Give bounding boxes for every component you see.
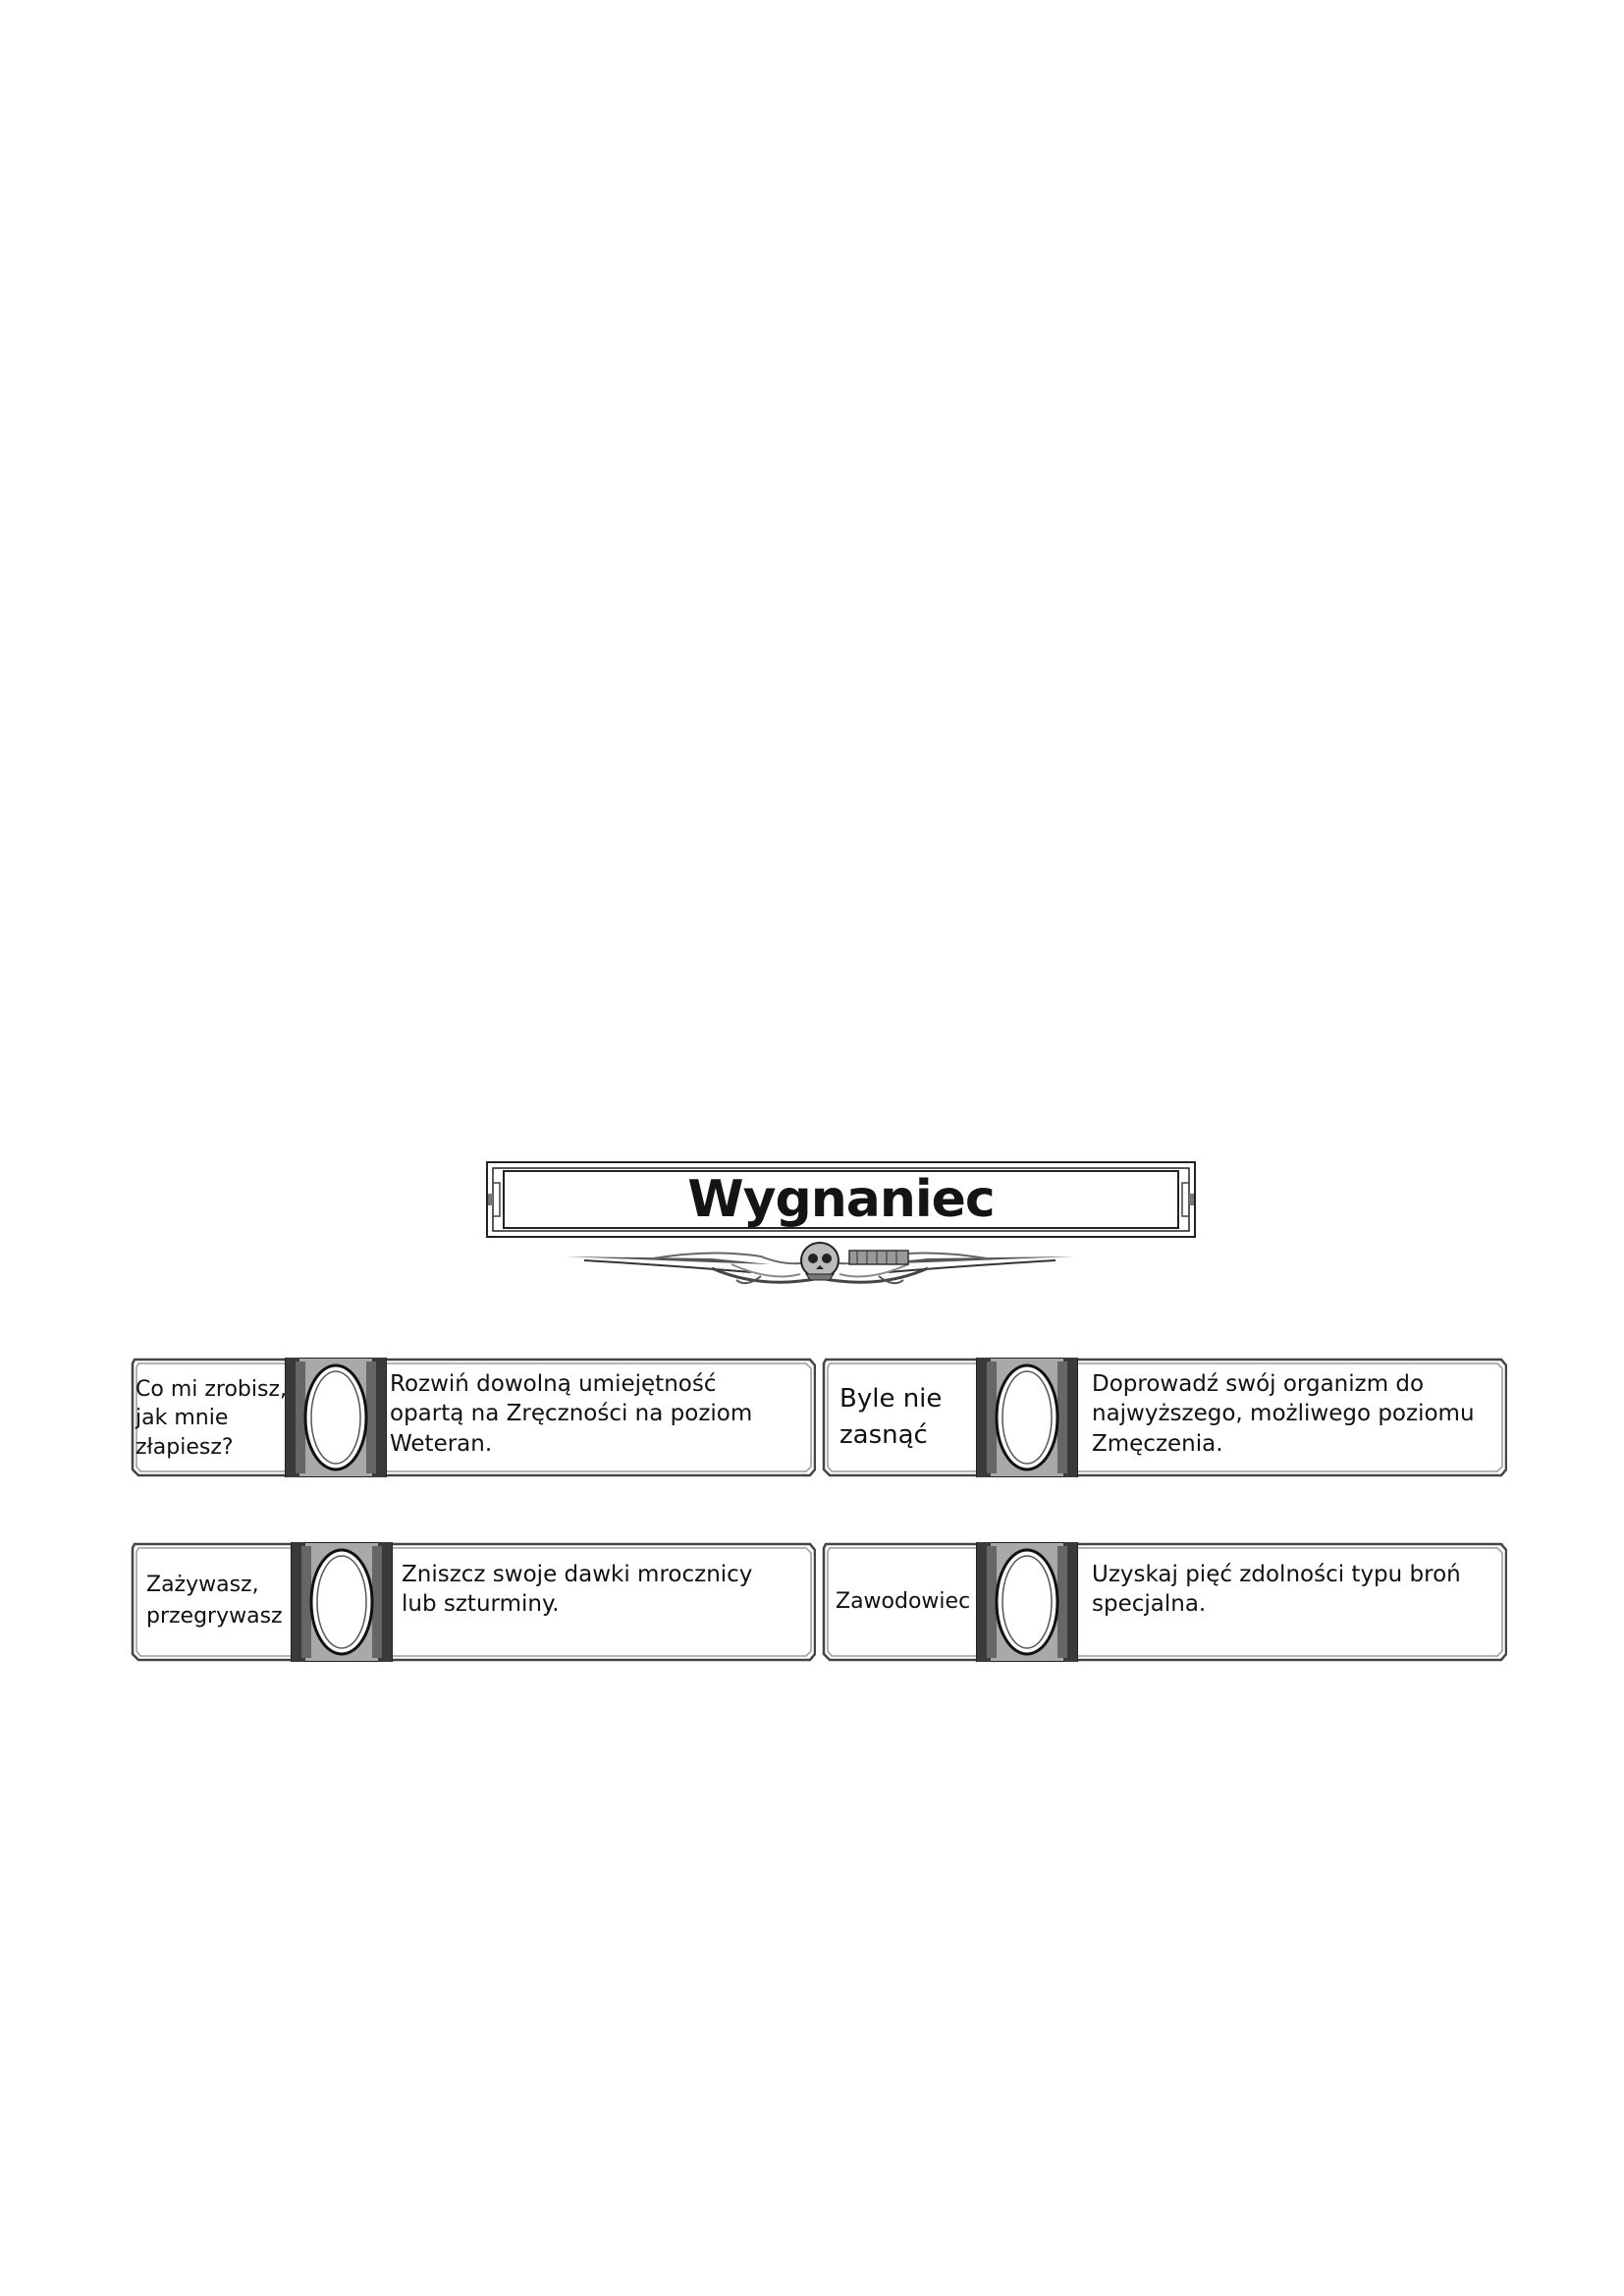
achievement-card: Zażywasz, przegrywasz Zniszcz swoje dawk… (131, 1542, 816, 1662)
achievement-name: Zawodowiec (836, 1588, 971, 1614)
achievement-card: Byle nie zasnąć Doprowadź swój organizm … (822, 1358, 1507, 1477)
achievement-description: Zniszcz swoje dawki mrocznicy lub szturm… (402, 1562, 753, 1618)
title-banner: Wygnaniec (486, 1161, 1196, 1238)
achievement-emblem-icon (291, 1542, 393, 1662)
achievement-name: Byle nie zasnąć (839, 1384, 943, 1450)
achievement-card: Co mi zrobisz, jak mnie złapiesz? Rozwiń… (131, 1358, 816, 1477)
achievement-card: Zawodowiec Uzyskaj pięć zdolności typu b… (822, 1542, 1507, 1662)
skull-ornament-icon (565, 1242, 1075, 1285)
achievement-name: Zażywasz, przegrywasz (146, 1573, 283, 1629)
page-title: Wygnaniec (687, 1170, 996, 1229)
ornate-frame-icon (486, 1161, 1196, 1238)
achievement-name: Co mi zrobisz, jak mnie złapiesz? (135, 1377, 287, 1460)
achievement-description: Doprowadź swój organizm do najwyższego, … (1092, 1371, 1475, 1457)
achievement-description: Rozwiń dowolną umiejętność opartą na Zrę… (390, 1371, 753, 1457)
achievement-emblem-icon (976, 1358, 1078, 1477)
achievement-description: Uzyskaj pięć zdolności typu broń specjal… (1092, 1562, 1461, 1618)
achievement-emblem-icon (976, 1542, 1078, 1662)
achievement-emblem-icon (285, 1358, 387, 1477)
